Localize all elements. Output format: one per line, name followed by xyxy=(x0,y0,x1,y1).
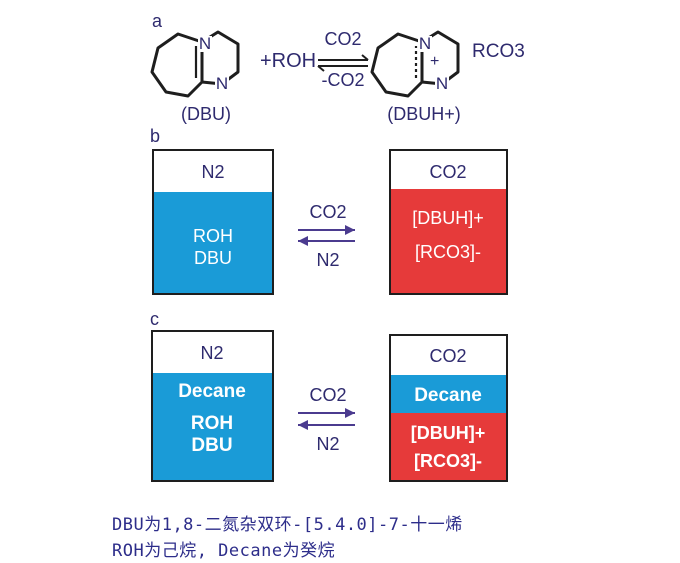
panel-b-arrow-bottom-label: N2 xyxy=(316,250,339,270)
dbuh-label: (DBUH+) xyxy=(387,104,461,124)
forward-co2-label: CO2 xyxy=(324,29,361,49)
panel-c-arrow-bottom-label: N2 xyxy=(316,434,339,454)
dbu-label: (DBU) xyxy=(181,104,231,124)
panel-b-arrows xyxy=(298,225,355,246)
caption-line-2: ROH为己烷, Decane为癸烷 xyxy=(112,541,336,561)
panel-c-left-liquid-line2: DBU xyxy=(191,435,232,456)
dbuh-n-atom-bottom: N xyxy=(436,74,448,93)
panel-c-left-decane: Decane xyxy=(178,381,246,402)
dbuh-plus-sign: + xyxy=(430,53,439,70)
panel-c-left-liquid-line1: ROH xyxy=(191,413,233,434)
panel-c-right-vessel: CO2 Decane [DBUH]+ [RCO3]- xyxy=(389,334,508,482)
panel-label-a: a xyxy=(152,11,163,31)
panel-label-c: c xyxy=(150,309,159,329)
panel-c-right-gas: CO2 xyxy=(429,346,466,366)
panel-c-arrows xyxy=(298,408,355,430)
dbu-n-atom-bottom: N xyxy=(216,74,228,93)
panel-c-left-gas: N2 xyxy=(200,343,223,363)
panel-b-arrow-top-label: CO2 xyxy=(309,202,346,222)
reaction-figure: .lbl { font-family: "Liberation Sans", "… xyxy=(150,11,525,482)
panel-c-left-vessel: N2 Decane ROH DBU xyxy=(151,330,274,482)
panel-b-left-liquid-line1: ROH xyxy=(193,226,233,246)
dbu-structure: N N xyxy=(150,30,240,98)
panel-b-right-vessel: CO2 [DBUH]+ [RCO3]- xyxy=(389,149,508,295)
panel-c-right-decane: Decane xyxy=(414,385,482,406)
reverse-co2-label: -CO2 xyxy=(321,70,364,90)
dbuh-n-atom-top: N xyxy=(419,34,431,53)
panel-c-right-liquid-line2: [RCO3]- xyxy=(414,451,482,471)
panel-b-left-liquid-line2: DBU xyxy=(194,248,232,268)
plus-roh-text: +ROH xyxy=(260,50,316,72)
panel-b-right-gas: CO2 xyxy=(429,162,466,182)
dbuh-structure: N N + xyxy=(370,30,460,98)
panel-b-left-gas: N2 xyxy=(201,162,224,182)
equilibrium-arrows xyxy=(317,54,369,72)
caption-line-1: DBU为1,8-二氮杂双环-[5.4.0]-7-十一烯 xyxy=(112,515,463,535)
panel-label-b: b xyxy=(150,126,160,146)
rco3-text: RCO3 xyxy=(472,41,525,62)
panel-c-right-liquid-line1: [DBUH]+ xyxy=(411,423,486,443)
panel-b-right-liquid-line2: [RCO3]- xyxy=(415,242,481,262)
panel-b-left-vessel: N2 ROH DBU xyxy=(152,149,274,295)
dbu-n-atom-top: N xyxy=(199,34,211,53)
panel-c-arrow-top-label: CO2 xyxy=(309,385,346,405)
panel-b-right-liquid-line1: [DBUH]+ xyxy=(412,208,484,228)
